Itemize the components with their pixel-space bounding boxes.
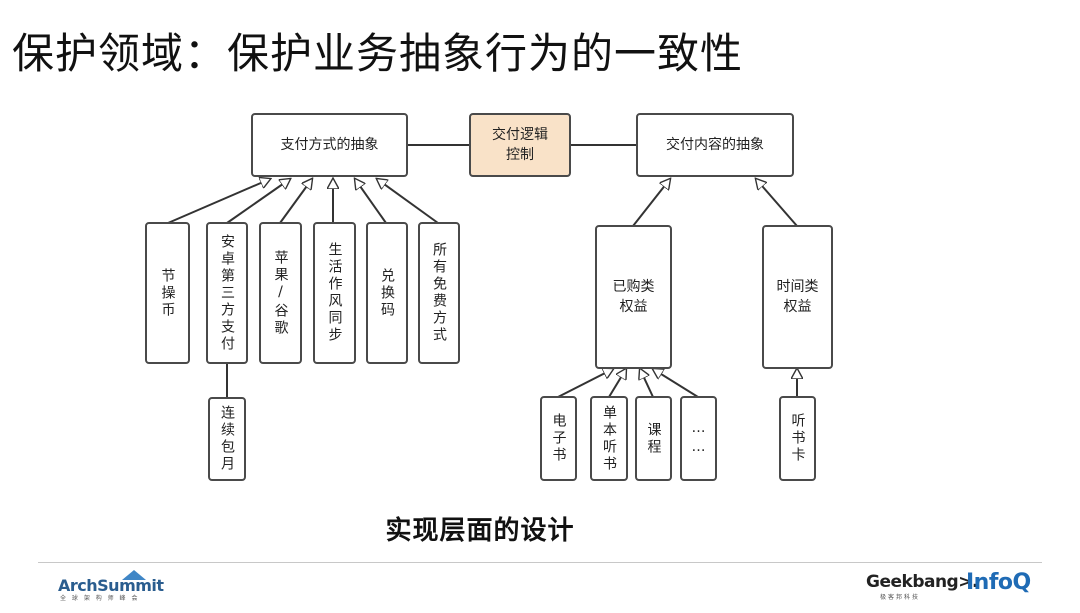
slide-title: 保护领域：保护业务抽象行为的一致性: [12, 29, 744, 78]
arrow-more: [653, 369, 699, 398]
arrow-android: [226, 179, 290, 224]
payment-method-label: 安卓第三方支付: [219, 233, 235, 353]
purchased-item-label: 单本听书: [601, 404, 617, 473]
payment-method-box: 苹果/谷歌: [259, 222, 302, 364]
infoq-logo: InfoQ: [966, 570, 1031, 595]
mountain-icon: [122, 570, 146, 580]
purchased-item-box: 单本听书: [590, 396, 628, 481]
payment-method-label: 苹果/谷歌: [272, 249, 289, 337]
payment-method-box: 安卓第三方支付: [206, 222, 248, 364]
time-item-box: 听书卡: [779, 396, 816, 481]
arrow-ebook: [557, 369, 613, 398]
archsummit-subtitle: 全 球 架 构 师 峰 会: [60, 595, 140, 602]
payment-method-box: 兑换码: [366, 222, 408, 364]
purchased-item-box: 课程: [635, 396, 672, 481]
purchased-item-label: ……: [690, 419, 707, 458]
arrow-jiecaobi: [167, 179, 270, 224]
arrow-audiobook: [608, 369, 626, 398]
arrow-purchased: [632, 179, 670, 227]
arrow-free: [377, 179, 439, 224]
content-abstraction-label: 交付内容的抽象: [666, 137, 764, 153]
payment-method-box: 所有免费方式: [418, 222, 460, 364]
arrow-course: [640, 369, 654, 398]
payment-method-label: 节操币: [159, 267, 176, 319]
footer-divider: [38, 562, 1042, 563]
diagram-caption: 实现层面的设计: [385, 516, 575, 546]
purchased-rights-box: 已购类 权益: [595, 225, 672, 369]
purchased-item-box: ……: [680, 396, 717, 481]
arrow-redeem: [355, 179, 387, 224]
continuous-subscription-box: 连续包月: [208, 397, 246, 481]
geekbang-subtitle: 极客邦科技: [880, 594, 921, 601]
continuous-subscription-label: 连续包月: [219, 405, 235, 473]
payment-method-label: 兑换码: [379, 267, 395, 319]
arrow-time: [756, 179, 798, 227]
archsummit-wordmark: ArchSummit: [58, 576, 164, 595]
delivery-logic-box: 交付逻辑 控制: [469, 113, 571, 177]
delivery-logic-label: 交付逻辑 控制: [492, 127, 548, 163]
payment-method-label: 生活作风同步: [326, 242, 343, 344]
time-rights-box: 时间类 权益: [762, 225, 833, 369]
payment-method-box: 节操币: [145, 222, 190, 364]
geekbang-wordmark: Geekbang>.: [866, 572, 978, 592]
geekbang-logo: Geekbang>. 极客邦科技: [866, 572, 978, 601]
archsummit-logo: ArchSummit 全 球 架 构 师 峰 会: [58, 570, 164, 602]
time-item-label: 听书卡: [789, 413, 806, 464]
purchased-item-box: 电子书: [540, 396, 577, 481]
purchased-item-label: 电子书: [550, 413, 567, 464]
payment-abstraction-box: 支付方式的抽象: [251, 113, 408, 177]
arrow-apple: [279, 179, 312, 224]
time-rights-label: 时间类 权益: [776, 279, 819, 315]
payment-method-label: 所有免费方式: [431, 242, 447, 344]
purchased-item-label: 课程: [645, 421, 662, 456]
payment-method-box: 生活作风同步: [313, 222, 356, 364]
payment-abstraction-label: 支付方式的抽象: [280, 137, 379, 153]
content-abstraction-box: 交付内容的抽象: [636, 113, 794, 177]
purchased-rights-label: 已购类 权益: [612, 279, 655, 315]
